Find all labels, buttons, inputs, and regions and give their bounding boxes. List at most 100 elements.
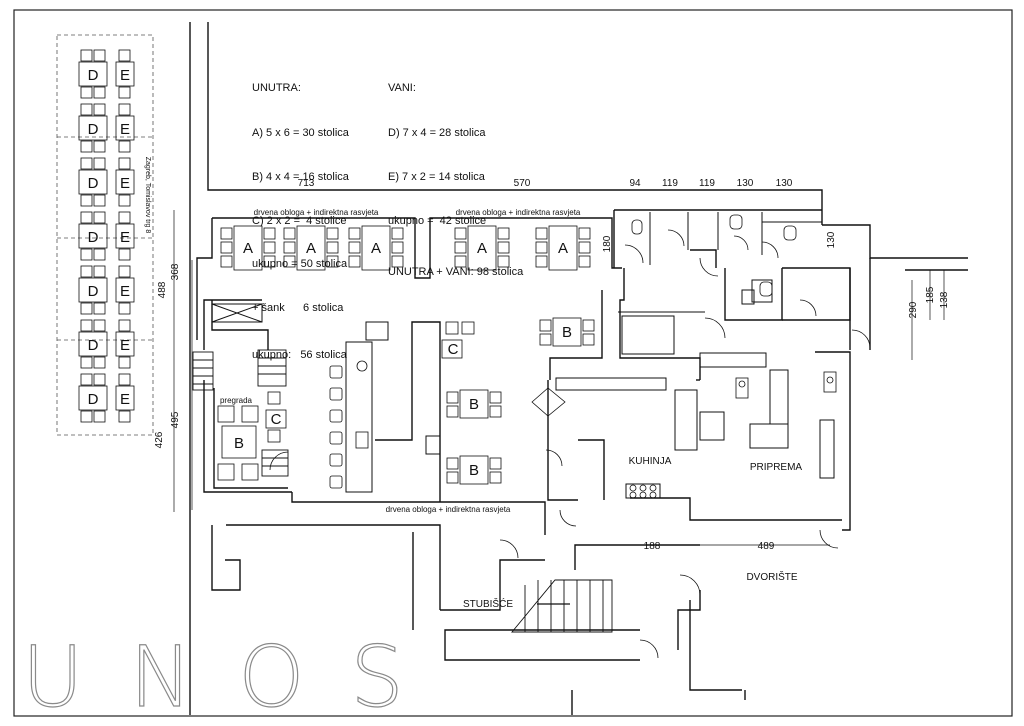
- chair: [535, 227, 548, 240]
- table-d: [78, 61, 108, 87]
- dimension-label: 119: [699, 178, 715, 189]
- chair: [93, 103, 106, 116]
- legend-inside: UNUTRA: A) 5 x 6 = 30 stolica B) 4 x 4 =…: [252, 52, 349, 377]
- chair: [118, 319, 131, 332]
- chair: [80, 373, 93, 386]
- table-b: [459, 389, 489, 419]
- chair: [118, 248, 131, 261]
- chair: [118, 86, 131, 99]
- legend-line: ukupno = 42 stolice: [388, 214, 487, 227]
- chair: [267, 391, 281, 405]
- armchair: [241, 405, 259, 423]
- chair: [446, 391, 459, 404]
- chair: [118, 410, 131, 423]
- chair: [578, 255, 591, 268]
- legend-outside-title: VANI:: [388, 82, 416, 95]
- dimension-label: 290: [908, 301, 919, 318]
- chair: [391, 255, 404, 268]
- legend-line: ukupno = 50 stolica: [252, 258, 348, 271]
- terrace-area: [56, 34, 154, 436]
- chair: [283, 255, 296, 268]
- chair: [118, 211, 131, 224]
- chair: [454, 227, 467, 240]
- table-d: [78, 223, 108, 249]
- chair: [80, 211, 93, 224]
- armchair: [241, 463, 259, 481]
- legend-line: D) 7 x 4 = 28 stolica: [388, 126, 486, 139]
- room-label-priprema: PRIPREMA: [750, 462, 803, 473]
- chair: [539, 333, 552, 346]
- table-d: [78, 169, 108, 195]
- chair: [220, 255, 233, 268]
- chair: [578, 241, 591, 254]
- chair: [118, 302, 131, 315]
- chair: [578, 227, 591, 240]
- dimension-label: 130: [776, 178, 793, 189]
- chair: [446, 457, 459, 470]
- chair: [93, 356, 106, 369]
- toilet-icon: [759, 281, 773, 297]
- chair: [446, 471, 459, 484]
- doors: [269, 229, 871, 659]
- table-label-b: B: [469, 396, 479, 413]
- sink-icon: [826, 376, 834, 384]
- table-label-e: E: [120, 283, 130, 300]
- chair: [348, 255, 361, 268]
- legend-line: + šank 6 stolica: [252, 302, 344, 315]
- sink-icon: [738, 380, 746, 388]
- table-label-a: A: [371, 240, 381, 257]
- stove-icon: [629, 484, 657, 499]
- dimension-label: 138: [939, 291, 950, 308]
- dimension-label: 713: [298, 178, 315, 189]
- chair: [93, 410, 106, 423]
- table-label-e: E: [120, 337, 130, 354]
- table-label-d: D: [88, 229, 99, 246]
- table-label-d: D: [88, 283, 99, 300]
- sink-icon: [735, 377, 749, 399]
- chair: [93, 86, 106, 99]
- wall-note: drvena obloga + indirektna rasvjeta: [254, 208, 379, 217]
- table-d: [78, 115, 108, 141]
- legend-inside-title: UNUTRA:: [252, 82, 301, 95]
- chair: [80, 265, 93, 278]
- chair: [445, 321, 459, 335]
- chair: [454, 241, 467, 254]
- dimension-label: 489: [758, 541, 775, 552]
- chair: [489, 471, 502, 484]
- chair: [80, 410, 93, 423]
- chair: [267, 429, 281, 443]
- chair: [489, 405, 502, 418]
- table-d: [78, 385, 108, 411]
- legend-line: E) 7 x 2 = 14 stolica: [388, 170, 485, 183]
- room-label-kuhinja: KUHINJA: [629, 456, 672, 467]
- chair: [348, 241, 361, 254]
- chair: [326, 255, 339, 268]
- table-a: [467, 225, 497, 271]
- chair: [326, 241, 339, 254]
- table-label-d: D: [88, 175, 99, 192]
- chair: [454, 255, 467, 268]
- chair: [489, 391, 502, 404]
- dimension-label: 368: [170, 263, 181, 280]
- chair: [93, 302, 106, 315]
- table-label-b: B: [234, 435, 244, 452]
- chair: [93, 140, 106, 153]
- chair: [283, 241, 296, 254]
- chair: [539, 319, 552, 332]
- chair: [118, 49, 131, 62]
- table-d: [78, 277, 108, 303]
- table-label-a: A: [558, 240, 568, 257]
- chair: [283, 227, 296, 240]
- legend-line: C) 2 x 2 = 4 stolice: [252, 214, 347, 227]
- chair: [535, 255, 548, 268]
- dimension-label: 130: [737, 178, 754, 189]
- table-groups: [78, 49, 595, 485]
- table-label-d: D: [88, 67, 99, 84]
- table-e: [115, 277, 135, 303]
- table-label-c: C: [448, 341, 459, 358]
- table-label-e: E: [120, 175, 130, 192]
- street-address: Zagreb, Tomislavov trg 8: [144, 157, 151, 234]
- table-e: [115, 61, 135, 87]
- dimension-label: 130: [826, 231, 837, 248]
- chair: [80, 302, 93, 315]
